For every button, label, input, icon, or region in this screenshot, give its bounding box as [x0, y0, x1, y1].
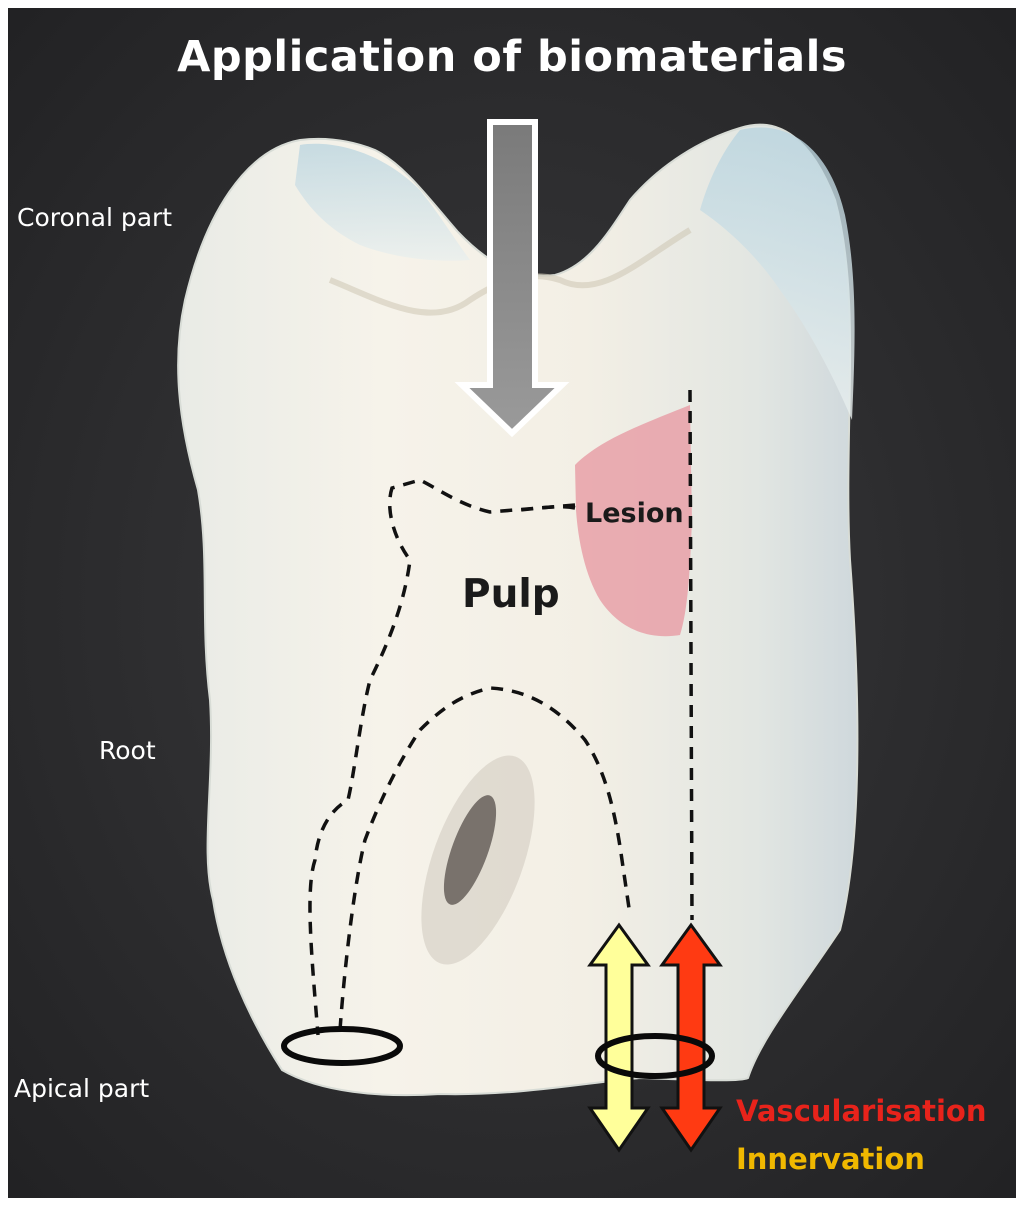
label-apical-part: Apical part	[14, 1074, 150, 1103]
pulp-roof-dash	[519, 505, 576, 512]
figure-title: Application of biomaterials	[177, 32, 847, 82]
root-crevice-shade	[421, 755, 535, 965]
label-coronal-part: Coronal part	[17, 203, 173, 232]
pulp-outline	[308, 389, 694, 1036]
application-arrow	[454, 119, 570, 438]
lesion-area	[575, 405, 692, 637]
apical-foramen-left	[281, 1026, 403, 1066]
enamel-right-cusp	[700, 127, 855, 421]
label-lesion: Lesion	[585, 498, 684, 529]
label-root: Root	[99, 736, 156, 765]
root-crevice	[443, 795, 497, 905]
tooth-body	[177, 123, 859, 1097]
enamel-left-cusp	[295, 143, 470, 261]
legend-vascularisation: Vascularisation	[736, 1094, 987, 1128]
legend-innervation: Innervation	[736, 1142, 925, 1176]
apical-foramen-right	[595, 1033, 715, 1079]
label-pulp: Pulp	[462, 572, 560, 617]
